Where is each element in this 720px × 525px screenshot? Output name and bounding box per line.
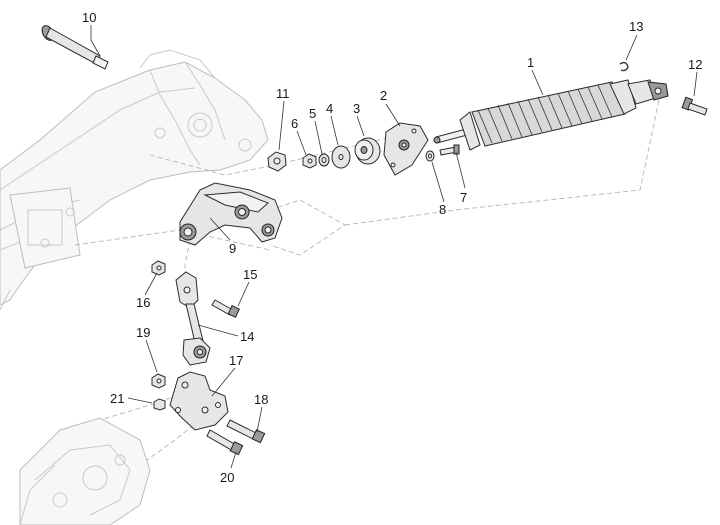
part-1-shock-absorber [433, 79, 669, 151]
callout-11: 11 [276, 86, 290, 101]
part-17-lower-bracket [169, 371, 229, 431]
callout-10: 10 [82, 10, 96, 25]
callout-20: 20 [220, 470, 234, 485]
callout-labels: 1 2 3 4 5 6 7 8 9 10 11 12 13 14 15 16 1… [82, 10, 702, 485]
callout-4: 4 [326, 101, 333, 116]
frame-ghost-outline [0, 49, 269, 311]
part-9-mount-bracket [179, 182, 283, 246]
callout-21: 21 [110, 391, 124, 406]
callout-5: 5 [309, 106, 316, 121]
callout-19: 19 [136, 325, 150, 340]
part-12-bolt [681, 96, 708, 116]
part-2-mount-plate [383, 122, 429, 176]
leader-lines [90, 25, 698, 469]
callout-13: 13 [629, 19, 643, 34]
callout-2: 2 [380, 88, 387, 103]
engine-case-ghost [19, 417, 151, 525]
callout-18: 18 [254, 392, 268, 407]
callout-3: 3 [353, 101, 360, 116]
callout-6: 6 [291, 116, 298, 131]
part-18-bolt [226, 419, 266, 444]
callout-12: 12 [688, 57, 702, 72]
part-21-nut [153, 398, 166, 411]
callout-1: 1 [527, 55, 534, 70]
part-10-pivot-bolt [41, 25, 109, 70]
callout-7: 7 [460, 190, 467, 205]
part-6-nut [302, 153, 317, 169]
part-13-clip [619, 61, 629, 72]
part-15-bolt [211, 299, 240, 318]
part-5-washer [318, 153, 330, 167]
part-14-link-rod [175, 271, 211, 366]
part-19-nut [151, 373, 166, 389]
callout-15: 15 [243, 267, 257, 282]
part-16-nut [151, 260, 166, 276]
part-3-bush [354, 137, 381, 165]
callout-16: 16 [136, 295, 150, 310]
callout-9: 9 [229, 241, 236, 256]
part-4-washer [331, 145, 351, 169]
shock-spring [471, 81, 626, 147]
callout-17: 17 [229, 353, 243, 368]
part-11-nut [267, 151, 287, 172]
callout-8: 8 [439, 202, 446, 217]
part-8-washer [425, 150, 435, 162]
part-20-bolt [206, 429, 244, 456]
callout-14: 14 [240, 329, 254, 344]
